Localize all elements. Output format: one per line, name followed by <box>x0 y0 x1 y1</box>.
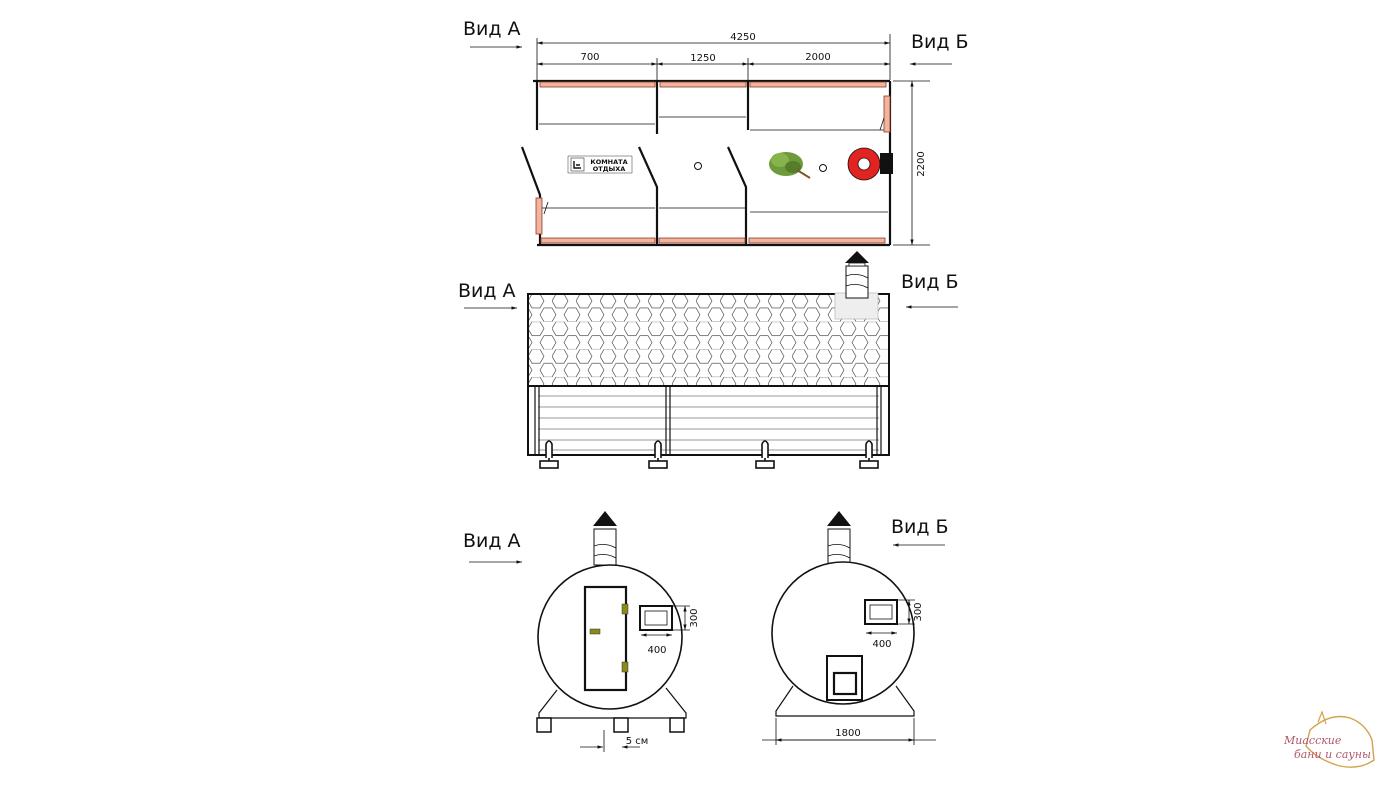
view-b-label-side: Вид Б <box>901 271 959 293</box>
sign-line-2: ОТДЫХА <box>593 165 626 173</box>
view-a-label-end: Вид А <box>463 530 521 552</box>
roof-shingles <box>527 293 890 387</box>
logo-line-2: бани и сауны <box>1294 748 1371 761</box>
rest-room-sign: КОМНАТА ОТДЫХА <box>567 155 633 174</box>
sign-line-1: КОМНАТА <box>590 158 627 166</box>
view-b-label-end: Вид Б <box>891 516 949 538</box>
end-view-b: Вид Б 400 300 1800 <box>762 511 949 745</box>
window-width-a: 400 <box>647 645 666 656</box>
window-width-b: 400 <box>872 639 891 650</box>
door-2 <box>726 146 748 245</box>
hinge-bottom <box>621 661 629 673</box>
side-feet <box>539 440 879 469</box>
view-a-label-top: Вид А <box>463 18 521 40</box>
barrel-diameter: 1800 <box>835 728 860 739</box>
side-elevation: Вид А Вид Б <box>458 251 959 469</box>
end-view-a: Вид А 400 300 5 см <box>463 511 700 752</box>
chimney-cap-icon <box>827 511 851 526</box>
stove-icon <box>847 147 893 181</box>
door-handle <box>589 628 601 635</box>
bench-bottom-2 <box>658 237 746 244</box>
door-1 <box>637 146 659 245</box>
bench-bottom-1 <box>540 237 656 244</box>
birch-broom-icon <box>769 152 811 179</box>
entrance-door <box>583 585 628 692</box>
chimney-cap-icon <box>593 511 617 526</box>
bench-top-1 <box>539 81 656 88</box>
floor-tick-2 <box>879 117 885 131</box>
stove-door <box>832 671 858 696</box>
view-a-label-side: Вид А <box>458 280 516 302</box>
dim-section-3-text: 2000 <box>805 52 830 63</box>
foot-gap-label: 5 см <box>626 736 649 747</box>
dim-width-text: 2200 <box>916 151 927 176</box>
window-height-b: 300 <box>913 602 924 621</box>
dim-section-2-text: 1250 <box>690 53 715 64</box>
bench-right-end <box>883 95 891 133</box>
bench-top-3 <box>749 81 887 88</box>
side-wall <box>527 385 890 456</box>
dim-section-1-text: 700 <box>580 52 599 63</box>
logo-line-1: Миасские <box>1283 734 1342 747</box>
lamp-icon-1 <box>694 162 702 170</box>
view-b-label-top: Вид Б <box>911 31 969 53</box>
floor-tick-1 <box>543 201 549 215</box>
bench-left-end <box>535 197 543 235</box>
chimney-cap-icon <box>845 251 869 263</box>
chimney-pipe <box>845 265 869 299</box>
lamp-icon-2 <box>819 164 827 172</box>
barrel-end-b <box>771 561 915 705</box>
company-logo: Миасские бани и сауны <box>1283 710 1375 768</box>
dim-total-text: 4250 <box>730 32 755 43</box>
bench-top-2 <box>659 81 747 88</box>
plan-view: Вид А Вид Б 4250 700 1250 2000 2200 <box>463 18 969 247</box>
hinge-top <box>621 603 629 615</box>
window-height-a: 300 <box>689 608 700 627</box>
bench-bottom-3 <box>748 237 886 244</box>
